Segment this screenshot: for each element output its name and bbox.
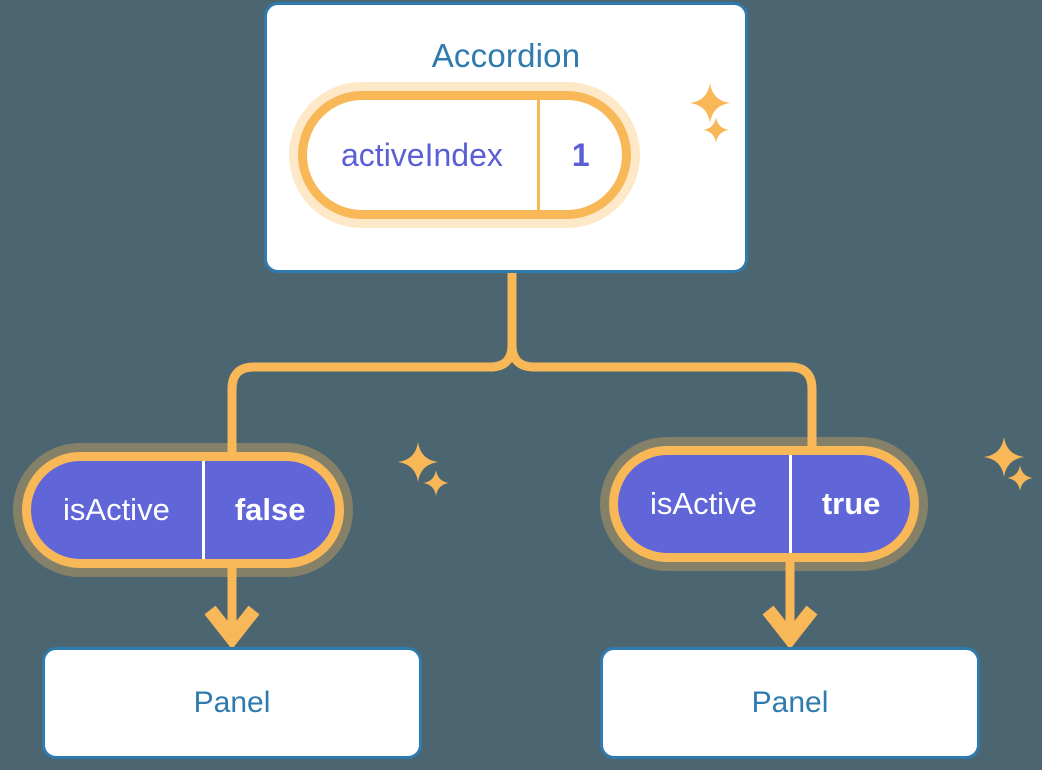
prop-pill: activeIndex 1 xyxy=(298,91,631,219)
card-title: Accordion xyxy=(431,37,581,74)
prop-pill-is-active-true[interactable]: isActive true xyxy=(609,446,920,562)
sparkle-icon xyxy=(423,470,449,496)
sparkle-icon xyxy=(1007,465,1033,491)
prop-key: activeIndex xyxy=(341,136,503,173)
arrow-down-icon xyxy=(762,605,818,650)
sparkle-icon xyxy=(984,437,1024,477)
prop-value: true xyxy=(788,455,911,553)
component-card-panel-right[interactable]: Panel xyxy=(600,647,980,759)
prop-value: false xyxy=(201,461,336,559)
component-card-panel-left[interactable]: Panel xyxy=(42,647,422,759)
edge-root-to-left xyxy=(227,268,517,457)
arrow-down-icon xyxy=(204,605,260,650)
prop-pill-active-index[interactable]: activeIndex 1 xyxy=(298,91,631,219)
prop-pill: isActive true xyxy=(609,446,920,562)
edge-root-to-right xyxy=(507,268,817,451)
prop-key: isActive xyxy=(650,486,757,521)
prop-value: 1 xyxy=(536,100,622,210)
card-title: Panel xyxy=(751,686,829,719)
sparkle-icon xyxy=(398,442,438,482)
prop-key: isActive xyxy=(63,492,170,527)
prop-pill-is-active-false[interactable]: isActive false xyxy=(22,452,345,568)
prop-pill: isActive false xyxy=(22,452,345,568)
card-title: Panel xyxy=(193,686,271,719)
